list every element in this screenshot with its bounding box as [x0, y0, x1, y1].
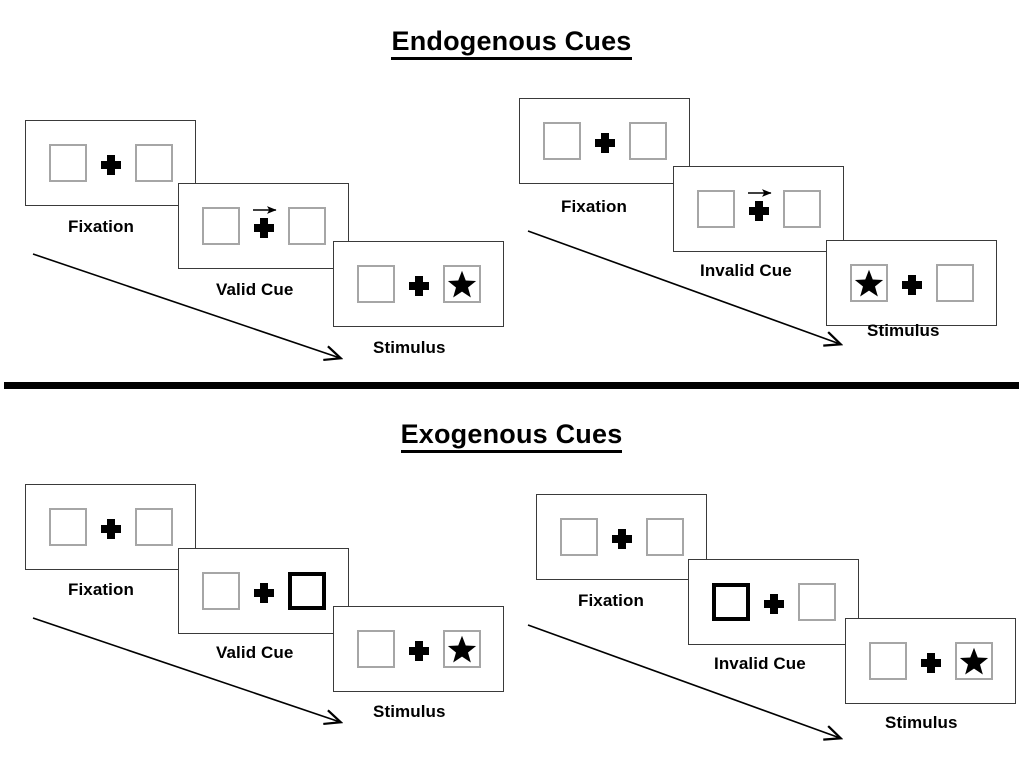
box-right [935, 264, 974, 302]
panel-exogenous-valid-fixation [25, 484, 196, 570]
box-right-cued [287, 572, 326, 610]
box-right [797, 583, 836, 621]
plus-icon [100, 154, 122, 176]
box-right-target [442, 630, 481, 668]
box-left [201, 207, 240, 245]
box-left [868, 642, 907, 680]
panel-endogenous-invalid-cue [673, 166, 844, 252]
panel-exogenous-valid-cue [178, 548, 349, 634]
section-divider [4, 382, 1019, 389]
caption-endogenous-valid-stimulus: Stimulus [373, 338, 446, 357]
fixation-cross-wrap [408, 265, 430, 303]
caption-exogenous-valid-fixation: Fixation [68, 580, 134, 599]
caption-endogenous-invalid-fixation: Fixation [561, 197, 627, 216]
fixation-cross-wrap [594, 122, 616, 160]
box-right [628, 122, 667, 160]
section-title-exogenous-text: Exogenous Cues [400, 419, 623, 453]
cue-center-with-arrow [747, 189, 772, 228]
box-left [696, 190, 735, 228]
box-right [782, 190, 821, 228]
plus-icon [594, 132, 616, 154]
panel-exogenous-invalid-fixation [536, 494, 707, 580]
box-right [134, 508, 173, 546]
plus-icon [920, 652, 942, 674]
section-title-exogenous: Exogenous Cues [0, 419, 1023, 453]
caption-endogenous-valid-fixation: Fixation [68, 217, 134, 236]
fixation-cross-wrap [763, 583, 785, 621]
caption-exogenous-valid-cue: Valid Cue [216, 643, 294, 662]
box-right-target [442, 265, 481, 303]
box-right [645, 518, 684, 556]
box-left [356, 265, 395, 303]
panel-exogenous-invalid-cue [688, 559, 859, 645]
time-arrow-icon [32, 617, 353, 732]
box-left [201, 572, 240, 610]
arrow-right-icon [747, 189, 772, 197]
section-title-endogenous-text: Endogenous Cues [391, 26, 632, 60]
panel-exogenous-valid-stimulus [333, 606, 504, 692]
star-icon [447, 634, 477, 664]
box-right-target [954, 642, 993, 680]
time-arrow-icon [527, 624, 854, 750]
fixation-cross-wrap [100, 144, 122, 182]
caption-endogenous-valid-cue: Valid Cue [216, 280, 294, 299]
caption-exogenous-valid-stimulus: Stimulus [373, 702, 446, 721]
box-left-cued [711, 583, 750, 621]
box-left [48, 144, 87, 182]
panel-endogenous-invalid-stimulus [826, 240, 997, 326]
box-left [559, 518, 598, 556]
box-right [287, 207, 326, 245]
fixation-cross-wrap [901, 264, 923, 302]
plus-icon [611, 528, 633, 550]
time-arrow-icon [32, 253, 353, 368]
fixation-cross-wrap [408, 630, 430, 668]
star-icon [959, 646, 989, 676]
panel-endogenous-valid-cue [178, 183, 349, 269]
panel-endogenous-valid-stimulus [333, 241, 504, 327]
arrow-right-icon [252, 206, 277, 214]
box-right [134, 144, 173, 182]
caption-exogenous-invalid-fixation: Fixation [578, 591, 644, 610]
caption-exogenous-invalid-cue: Invalid Cue [714, 654, 806, 673]
plus-icon [901, 274, 923, 296]
panel-endogenous-valid-fixation [25, 120, 196, 206]
caption-endogenous-invalid-stimulus: Stimulus [867, 321, 940, 340]
panel-exogenous-invalid-stimulus [845, 618, 1016, 704]
plus-icon [253, 582, 275, 604]
fixation-cross-wrap [611, 518, 633, 556]
panel-endogenous-invalid-fixation [519, 98, 690, 184]
star-icon [447, 269, 477, 299]
fixation-cross-wrap [253, 572, 275, 610]
time-arrow-icon [527, 230, 854, 356]
plus-icon [763, 593, 785, 615]
section-title-endogenous: Endogenous Cues [0, 26, 1023, 60]
plus-icon [408, 275, 430, 297]
box-left [48, 508, 87, 546]
plus-icon [100, 518, 122, 540]
plus-icon [748, 200, 770, 222]
box-left [542, 122, 581, 160]
fixation-cross-wrap [100, 508, 122, 546]
caption-exogenous-invalid-stimulus: Stimulus [885, 713, 958, 732]
fixation-cross-wrap [920, 642, 942, 680]
box-left-target [849, 264, 888, 302]
box-left [356, 630, 395, 668]
cue-center-with-arrow [252, 206, 277, 245]
plus-icon [408, 640, 430, 662]
star-icon [854, 268, 884, 298]
caption-endogenous-invalid-cue: Invalid Cue [700, 261, 792, 280]
plus-icon [253, 217, 275, 239]
